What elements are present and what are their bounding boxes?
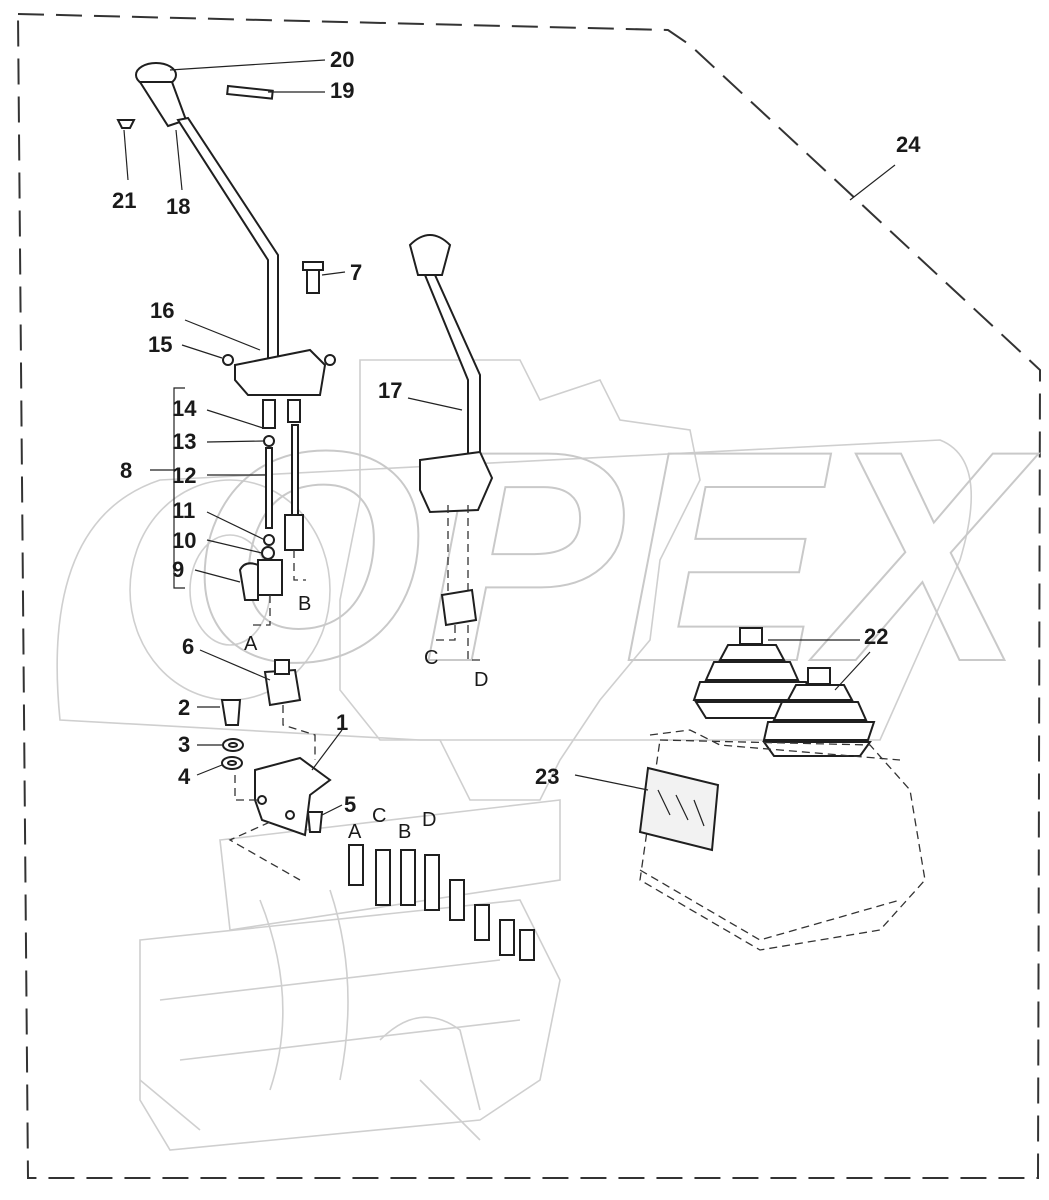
callout-23: 23 bbox=[535, 764, 559, 789]
callout-4: 4 bbox=[178, 764, 191, 789]
callout-10: 10 bbox=[172, 528, 196, 553]
rod-end-14a bbox=[262, 399, 276, 429]
washer-11 bbox=[263, 534, 275, 546]
callout-14: 14 bbox=[172, 396, 197, 421]
callout-11: 11 bbox=[172, 498, 195, 523]
connection-d-lever: D bbox=[474, 669, 488, 691]
callout-5: 5 bbox=[344, 792, 356, 817]
connection-c-valve: C bbox=[372, 805, 386, 827]
group-8-bracket bbox=[173, 387, 185, 589]
callout-15: 15 bbox=[148, 332, 172, 357]
clevis-a bbox=[257, 559, 283, 596]
decal-23 bbox=[638, 766, 720, 852]
callout-22: 22 bbox=[864, 624, 888, 649]
control-valve-ghost bbox=[139, 799, 561, 1151]
callout-13: 13 bbox=[172, 429, 196, 454]
console-housing bbox=[639, 739, 926, 951]
callout-3: 3 bbox=[178, 732, 190, 757]
callout-8: 8 bbox=[120, 458, 132, 483]
callout-16: 16 bbox=[150, 298, 174, 323]
leader-lines bbox=[123, 59, 896, 816]
rod-12b bbox=[291, 424, 299, 516]
joint-6 bbox=[263, 668, 302, 707]
knob-17 bbox=[408, 234, 452, 276]
screw-21 bbox=[116, 119, 136, 129]
callout-2: 2 bbox=[178, 695, 190, 720]
bolt-2 bbox=[220, 699, 242, 726]
callout-7: 7 bbox=[350, 260, 362, 285]
bolt-5 bbox=[306, 811, 324, 833]
connection-b-lever: B bbox=[298, 593, 311, 615]
callout-18: 18 bbox=[166, 194, 190, 219]
callout-20: 20 bbox=[330, 47, 354, 72]
callout-6: 6 bbox=[182, 634, 194, 659]
callout-19: 19 bbox=[330, 78, 354, 103]
callout-24: 24 bbox=[896, 132, 921, 157]
nut-10 bbox=[261, 546, 275, 560]
housing-17 bbox=[419, 450, 494, 514]
callout-17: 17 bbox=[378, 378, 402, 403]
connection-a-valve: A bbox=[348, 821, 362, 843]
pin-19 bbox=[226, 84, 274, 100]
callout-21: 21 bbox=[112, 188, 136, 213]
rod-end-14b bbox=[287, 399, 301, 423]
nut-15b bbox=[324, 354, 336, 366]
watermark-text: OPEX bbox=[190, 388, 1039, 724]
callout-1: 1 bbox=[336, 710, 348, 735]
valve-spools bbox=[348, 844, 535, 961]
watermark: OPEX bbox=[56, 359, 1040, 801]
connection-b-valve: B bbox=[398, 821, 411, 843]
connection-d-valve: D bbox=[422, 809, 436, 831]
clevis-b bbox=[284, 514, 304, 551]
rod-12a bbox=[265, 447, 273, 529]
callout-9: 9 bbox=[172, 557, 184, 582]
bracket-16 bbox=[234, 348, 327, 396]
connection-c-lever: C bbox=[424, 647, 438, 669]
nut-15a bbox=[222, 354, 234, 366]
kit-boundary bbox=[16, 12, 1042, 1179]
connection-a-lever: A bbox=[244, 633, 258, 655]
nut-13 bbox=[263, 435, 275, 447]
callout-12: 12 bbox=[172, 463, 196, 488]
